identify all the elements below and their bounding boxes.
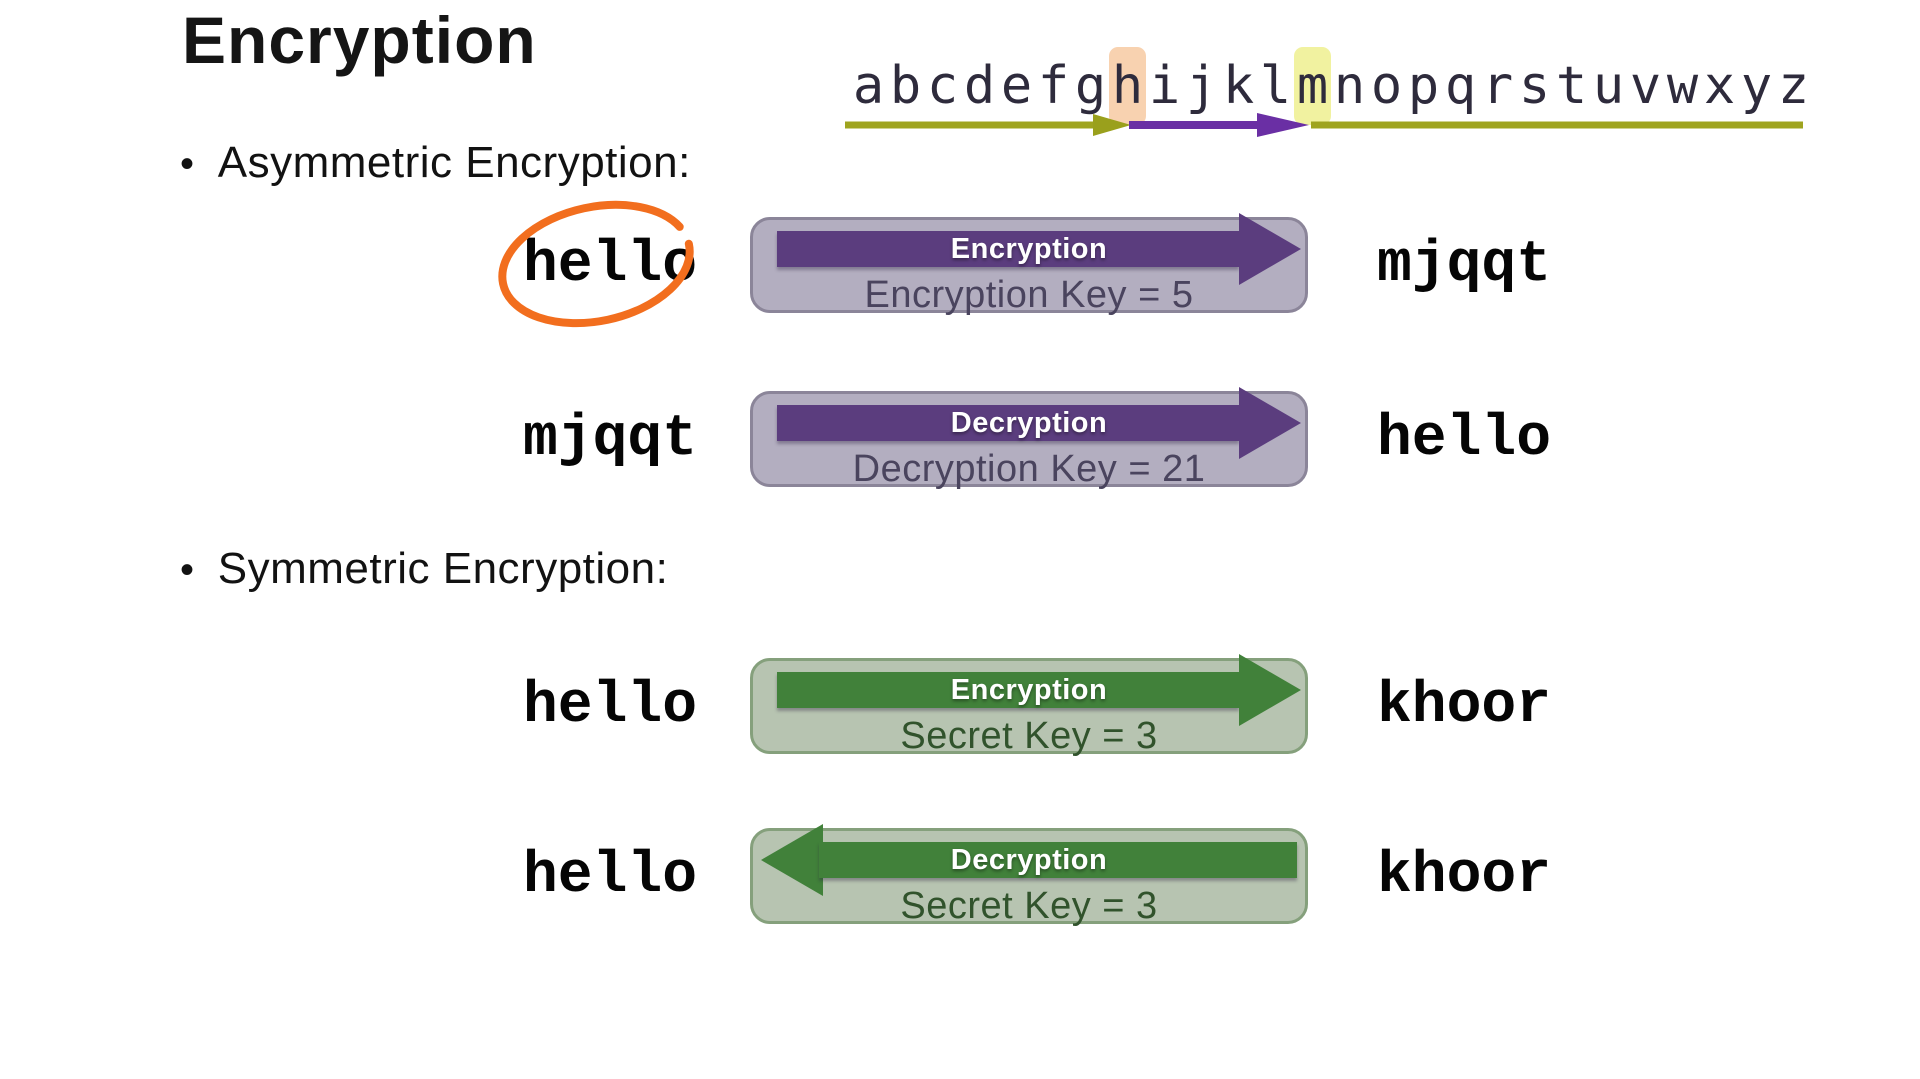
alphabet-letter: g (1074, 56, 1107, 116)
flow-row-symmetric-decryption: hello Decryption Secret Key = 3 khoor (0, 824, 1920, 927)
process-label: Decryption (950, 407, 1108, 439)
plaintext-word: hello (1376, 406, 1552, 472)
process-label: Decryption (950, 844, 1108, 876)
arrow-body (777, 231, 1239, 267)
section-heading-symmetric: Symmetric Encryption: (180, 544, 668, 594)
alphabet-letter: o (1370, 56, 1403, 116)
alphabet-letter: y (1740, 56, 1773, 116)
alphabet-letter: u (1592, 56, 1625, 116)
ciphertext-word: khoor (1376, 843, 1552, 909)
alphabet-letter: d (963, 56, 996, 116)
arrow-body (777, 405, 1239, 441)
alphabet-letter: v (1629, 56, 1662, 116)
right-arrow-shape: Encryption (753, 213, 1305, 285)
alphabet-letter: i (1148, 56, 1181, 116)
alphabet-letter: j (1185, 56, 1218, 116)
process-label: Encryption (950, 233, 1108, 265)
alphabet-strip: a b c d e f g h i j k l m n o p q r s t … (850, 47, 1812, 125)
encryption-process-box: Encryption Encryption Key = 5 (750, 213, 1308, 316)
right-arrow-shape: Decryption (753, 387, 1305, 459)
flow-row-symmetric-encryption: hello Encryption Secret Key = 3 khoor (0, 654, 1920, 757)
key-caption: Encryption Key = 5 (864, 274, 1194, 316)
key-caption: Secret Key = 3 (900, 885, 1158, 927)
key-caption: Secret Key = 3 (900, 715, 1158, 757)
decryption-process-box: Decryption Secret Key = 3 (750, 824, 1308, 927)
alphabet-letter: c (926, 56, 959, 116)
plaintext-word: hello (522, 843, 698, 909)
ciphertext-word: mjqqt (1376, 232, 1552, 298)
alphabet-letter-highlight-h: h (1109, 47, 1146, 125)
right-arrow-shape: Encryption (753, 654, 1305, 726)
process-label: Encryption (950, 674, 1108, 706)
plaintext-word: hello (522, 673, 698, 739)
page-title: Encryption (182, 3, 537, 77)
alphabet-letter: a (852, 56, 885, 116)
alphabet-letter: e (1000, 56, 1033, 116)
decryption-process-box: Decryption Decryption Key = 21 (750, 387, 1308, 490)
ciphertext-word: mjqqt (522, 406, 698, 472)
alphabet-letter: x (1703, 56, 1736, 116)
alphabet-letter: p (1407, 56, 1440, 116)
alphabet-letter: w (1666, 56, 1699, 116)
alphabet-letter: t (1555, 56, 1588, 116)
ciphertext-word: khoor (1376, 673, 1552, 739)
key-caption: Decryption Key = 21 (852, 448, 1206, 490)
encryption-process-box: Encryption Secret Key = 3 (750, 654, 1308, 757)
alphabet-letter: q (1444, 56, 1477, 116)
flow-row-asymmetric-encryption: hello Encryption Encryption Key = 5 mjqq… (0, 213, 1920, 316)
flow-row-asymmetric-decryption: mjqqt Decryption Decryption Key = 21 hel… (0, 387, 1920, 490)
alphabet-letter: b (889, 56, 922, 116)
orange-circle-annotation (498, 200, 694, 328)
alphabet-letter-highlight-m: m (1294, 47, 1331, 125)
alphabet-letter: l (1259, 56, 1292, 116)
section-heading-asymmetric: Asymmetric Encryption: (180, 138, 691, 188)
alphabet-letter: n (1333, 56, 1366, 116)
alphabet-letter: k (1222, 56, 1255, 116)
alphabet-letter: f (1037, 56, 1070, 116)
alphabet-letter: s (1518, 56, 1551, 116)
arrow-body (819, 842, 1297, 878)
arrow-body (777, 672, 1239, 708)
alphabet-letter: z (1777, 56, 1810, 116)
alphabet-letter: r (1481, 56, 1514, 116)
left-arrow-shape: Decryption (753, 824, 1305, 896)
alphabet-underline-shift-arrow (845, 113, 1803, 137)
